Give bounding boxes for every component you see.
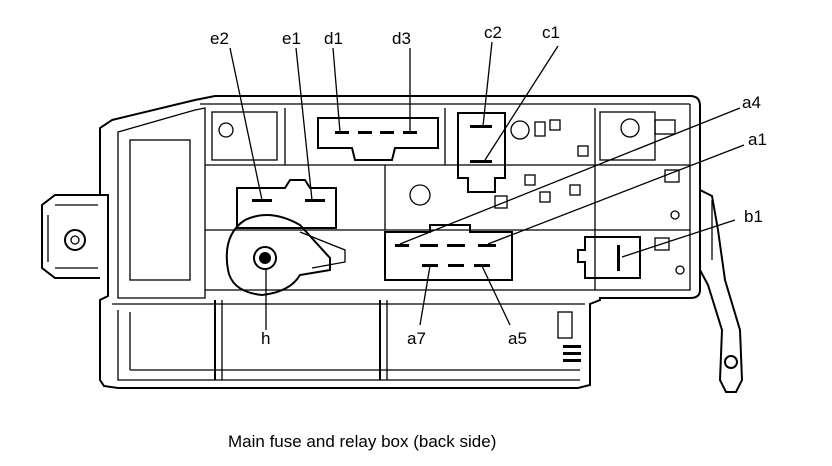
right-bracket [699, 189, 744, 393]
label-b1: b1 [744, 207, 763, 226]
connector-b [577, 236, 641, 279]
fuse-box-housing [99, 95, 701, 389]
label-e1: e1 [282, 29, 301, 48]
label-a4: a4 [742, 93, 761, 112]
callout-labels: e2 e1 d1 d3 c2 c1 a4 a1 b1 h a7 a5 [210, 23, 767, 348]
label-c1: c1 [542, 23, 560, 42]
label-e2: e2 [210, 29, 229, 48]
connector-e [236, 179, 337, 229]
label-d1: d1 [324, 29, 343, 48]
connector-c [457, 112, 506, 193]
label-a1: a1 [748, 130, 767, 149]
label-d3: d3 [392, 29, 411, 48]
terminal-h [225, 214, 346, 297]
label-a7: a7 [407, 329, 426, 348]
connector-d [317, 117, 439, 161]
connector-a [384, 224, 513, 281]
leader-lines [229, 41, 745, 330]
panel-grid [205, 108, 690, 290]
label-c2: c2 [484, 23, 502, 42]
diagram-caption: Main fuse and relay box (back side) [228, 432, 496, 451]
left-mounting-tab [41, 194, 100, 279]
label-h: h [261, 329, 270, 348]
label-a5: a5 [508, 329, 527, 348]
